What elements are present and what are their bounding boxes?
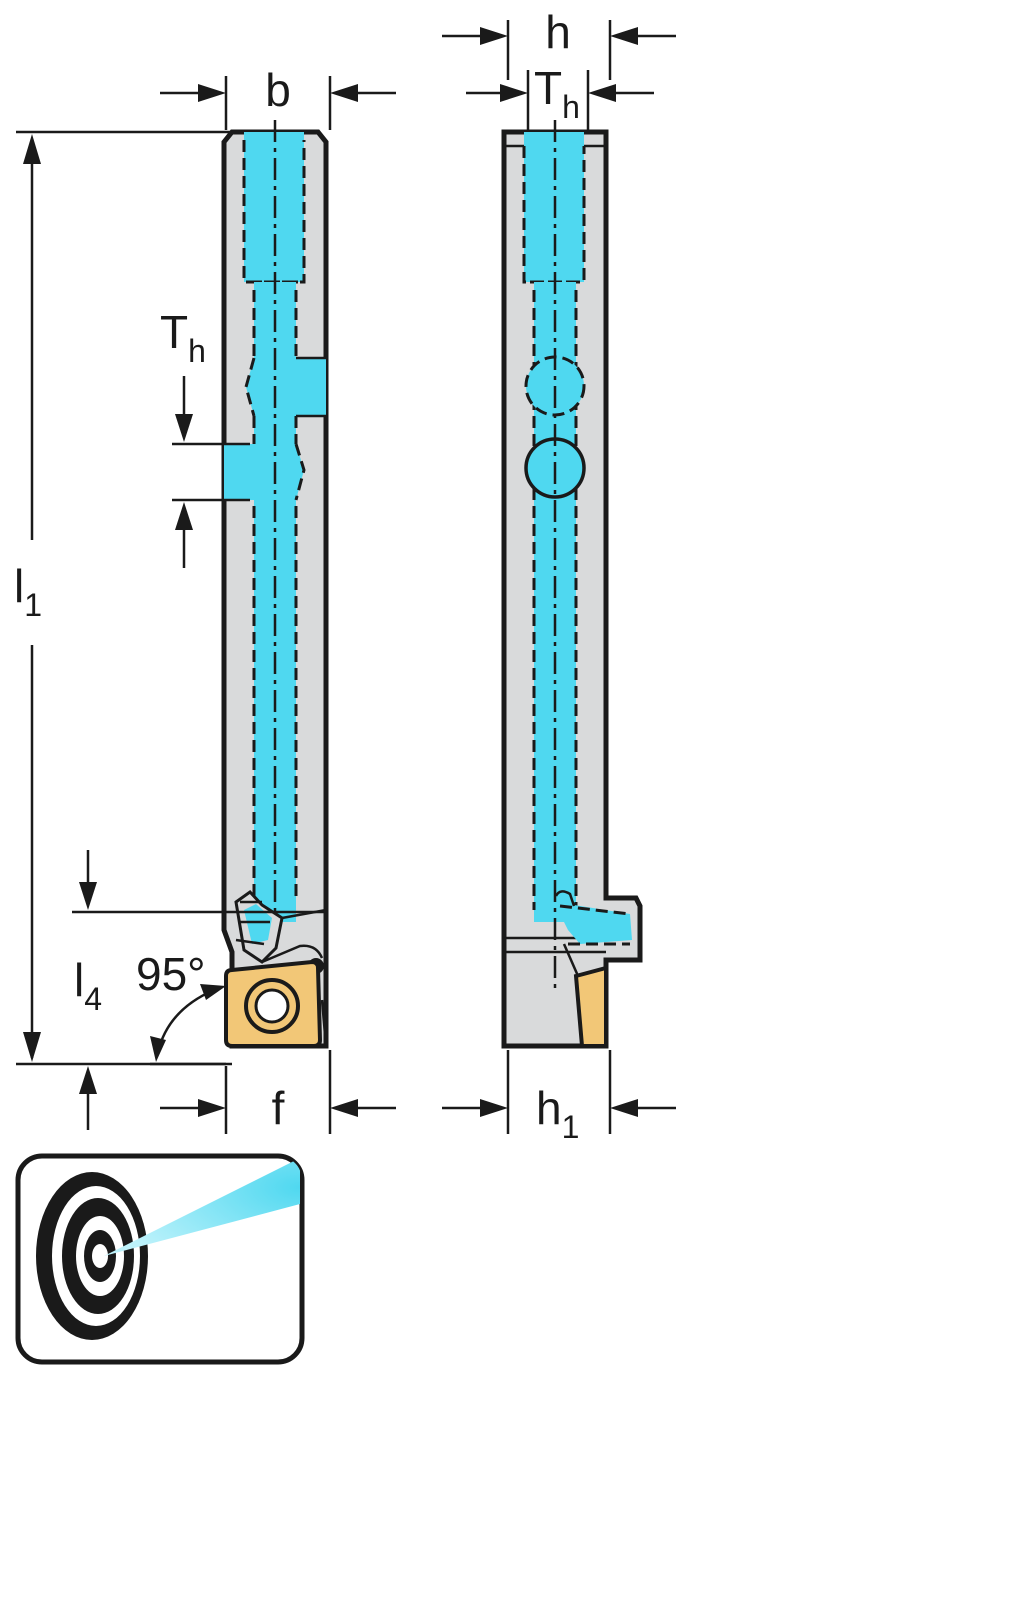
front-view xyxy=(221,120,329,1049)
dim-label-l4: l4 xyxy=(74,954,102,1017)
dim-label-f: f xyxy=(272,1082,285,1134)
dimension-lines xyxy=(16,20,676,1134)
dim-label-h1: h1 xyxy=(536,1082,579,1145)
front-coolant-port-lower xyxy=(224,444,304,500)
precision-coolant-target-icon xyxy=(15,1153,305,1365)
dim-label-h: h xyxy=(545,6,571,58)
dim-label-angle: 95° xyxy=(136,948,206,1000)
front-coolant-port-upper xyxy=(246,358,326,416)
side-insert xyxy=(573,965,608,1048)
dim-label-th-side: Th xyxy=(534,62,580,125)
dim-label-th-front: Th xyxy=(160,306,206,369)
side-clamp xyxy=(558,904,632,944)
dim-label-l1: l1 xyxy=(14,560,42,623)
side-view xyxy=(501,120,643,1049)
dim-label-b: b xyxy=(265,64,291,116)
